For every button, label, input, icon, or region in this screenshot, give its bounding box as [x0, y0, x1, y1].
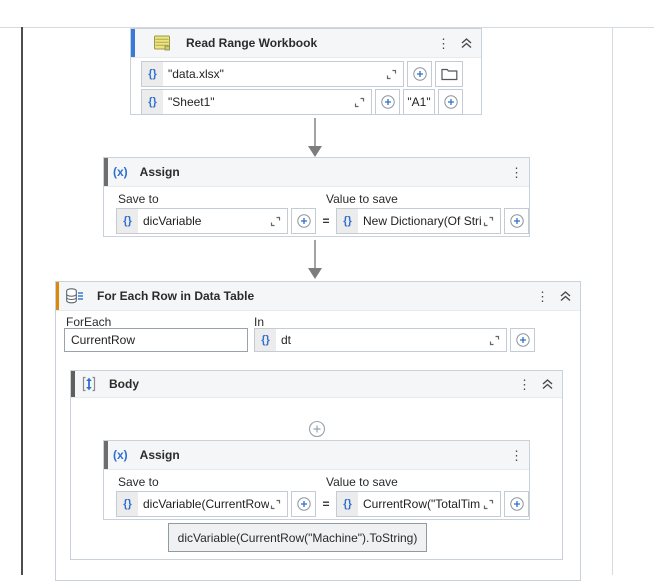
in-value: dt [281, 333, 292, 347]
value-to-save-value: CurrentRow("TotalTim [363, 497, 481, 511]
equals-sign: = [322, 214, 330, 228]
read-range-activity[interactable]: Read Range Workbook ⋮ {} "data.xlsx" {} … [130, 28, 482, 115]
excel-workbook-icon [153, 34, 172, 52]
plus-options-button[interactable] [407, 61, 432, 87]
folder-icon [440, 67, 458, 81]
foreach-label: ForEach [66, 315, 112, 329]
assign-header[interactable]: (x) Assign ⋮ [104, 158, 529, 187]
expression-badge-icon: {} [142, 90, 163, 114]
value-to-save-label: Value to save [326, 475, 398, 489]
browse-folder-button[interactable] [435, 61, 463, 87]
menu-dots-icon[interactable]: ⋮ [510, 447, 523, 463]
value-to-save-value: New Dictionary(Of Stri [363, 214, 482, 228]
plus-options-button[interactable] [510, 328, 535, 352]
expand-editor-icon[interactable] [353, 96, 366, 109]
expression-badge-icon: {} [337, 492, 358, 516]
menu-dots-icon[interactable]: ⋮ [518, 376, 531, 392]
data-table-icon [65, 287, 84, 305]
menu-dots-icon[interactable]: ⋮ [536, 288, 549, 304]
collapse-icon[interactable] [555, 290, 580, 302]
activity-title: Body [109, 377, 139, 391]
left-panel-edge [21, 27, 23, 575]
save-to-field[interactable]: {} dicVariable(CurrentRow [116, 491, 288, 517]
dark-accent-bar [71, 371, 75, 397]
sheet-name-field[interactable]: {} "Sheet1" [141, 89, 372, 115]
assign-icon: (x) [113, 165, 128, 179]
sequence-icon [81, 376, 97, 392]
connector-arrowhead-icon [308, 268, 322, 279]
expression-badge-icon: {} [255, 329, 276, 351]
body-header[interactable]: Body ⋮ [71, 371, 562, 398]
expression-badge-icon: {} [337, 209, 358, 233]
equals-sign: = [322, 497, 330, 511]
orange-accent-bar [56, 282, 59, 310]
dark-accent-bar [104, 441, 108, 469]
connector-arrowhead-icon [308, 146, 322, 157]
workbook-path-value: "data.xlsx" [168, 67, 224, 81]
expand-editor-icon[interactable] [269, 498, 282, 511]
plus-options-button[interactable] [438, 89, 463, 115]
expression-badge-icon: {} [117, 209, 138, 233]
expression-badge-icon: {} [142, 62, 163, 86]
plus-options-button[interactable] [504, 491, 529, 517]
connector-line [314, 118, 316, 147]
save-to-value: dicVariable(CurrentRow [143, 497, 269, 511]
value-to-save-field[interactable]: {} CurrentRow("TotalTim [336, 491, 501, 517]
value-to-save-field[interactable]: {} New Dictionary(Of Stri [336, 208, 501, 234]
save-to-label: Save to [118, 475, 159, 489]
activity-title: Assign [139, 165, 180, 179]
collapse-icon[interactable] [537, 378, 562, 390]
assign-activity-inner[interactable]: (x) Assign ⋮ Save to Value to save {} di… [103, 440, 530, 520]
value-to-save-label: Value to save [326, 192, 398, 206]
read-range-header[interactable]: Read Range Workbook ⋮ [131, 29, 481, 58]
expand-editor-icon[interactable] [269, 215, 282, 228]
activity-title: Read Range Workbook [186, 36, 318, 50]
dark-accent-bar [104, 158, 108, 186]
expand-editor-icon[interactable] [482, 215, 495, 228]
expand-editor-icon[interactable] [385, 68, 398, 81]
expression-badge-icon: {} [117, 492, 138, 516]
save-to-value: dicVariable [143, 214, 202, 228]
activity-title: For Each Row in Data Table [97, 289, 255, 303]
sheet-name-value: "Sheet1" [168, 95, 215, 109]
collapse-icon[interactable] [456, 37, 481, 49]
activity-title: Assign [139, 448, 180, 462]
foreach-variable-input[interactable]: CurrentRow [64, 328, 248, 352]
workbook-path-field[interactable]: {} "data.xlsx" [141, 61, 404, 87]
expand-editor-icon[interactable] [488, 334, 501, 347]
connector-line [314, 240, 316, 269]
add-activity-button[interactable] [308, 420, 326, 438]
assign-icon: (x) [113, 448, 128, 462]
canvas-top-divider [0, 27, 654, 28]
plus-options-button[interactable] [375, 89, 400, 115]
for-each-header[interactable]: For Each Row in Data Table ⋮ [56, 282, 580, 311]
plus-options-button[interactable] [291, 208, 316, 234]
in-expression-field[interactable]: {} dt [254, 328, 507, 352]
expression-tooltip: dicVariable(CurrentRow("Machine").ToStri… [168, 523, 427, 552]
assign-header[interactable]: (x) Assign ⋮ [104, 441, 529, 470]
menu-dots-icon[interactable]: ⋮ [437, 35, 450, 51]
plus-options-button[interactable] [504, 208, 529, 234]
save-to-field[interactable]: {} dicVariable [116, 208, 288, 234]
menu-dots-icon[interactable]: ⋮ [510, 164, 523, 180]
right-panel-divider [612, 27, 613, 575]
assign-activity-top[interactable]: (x) Assign ⋮ Save to Value to save {} di… [103, 157, 530, 237]
save-to-label: Save to [118, 192, 159, 206]
in-label: In [254, 315, 265, 329]
plus-options-button[interactable] [291, 491, 316, 517]
range-cell-field[interactable]: "A1" [403, 89, 435, 115]
blue-accent-bar [131, 29, 135, 57]
expand-editor-icon[interactable] [482, 498, 495, 511]
